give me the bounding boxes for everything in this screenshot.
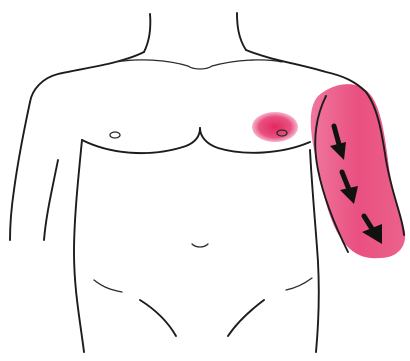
torso-right-side <box>74 140 84 352</box>
right-shoulder-outline <box>30 52 144 102</box>
right-pectoral-line <box>82 128 200 153</box>
neck-right-line <box>237 13 246 50</box>
right-arm-inner-line <box>44 160 58 240</box>
left-arm-pain-band <box>311 84 406 258</box>
navel <box>192 244 208 247</box>
right-arm-outer-line <box>10 102 30 240</box>
left-groin-line <box>228 300 264 336</box>
left-clavicle <box>212 60 282 66</box>
left-chest-pain-spot <box>252 112 298 142</box>
right-groin-line <box>140 300 176 336</box>
sternal-notch <box>188 66 212 69</box>
right-nipple <box>110 132 120 138</box>
right-oblique-line <box>94 280 122 292</box>
torso-left-side <box>310 150 319 352</box>
neck-left-line <box>144 14 150 52</box>
left-oblique-line <box>286 278 312 290</box>
right-clavicle <box>116 60 188 66</box>
